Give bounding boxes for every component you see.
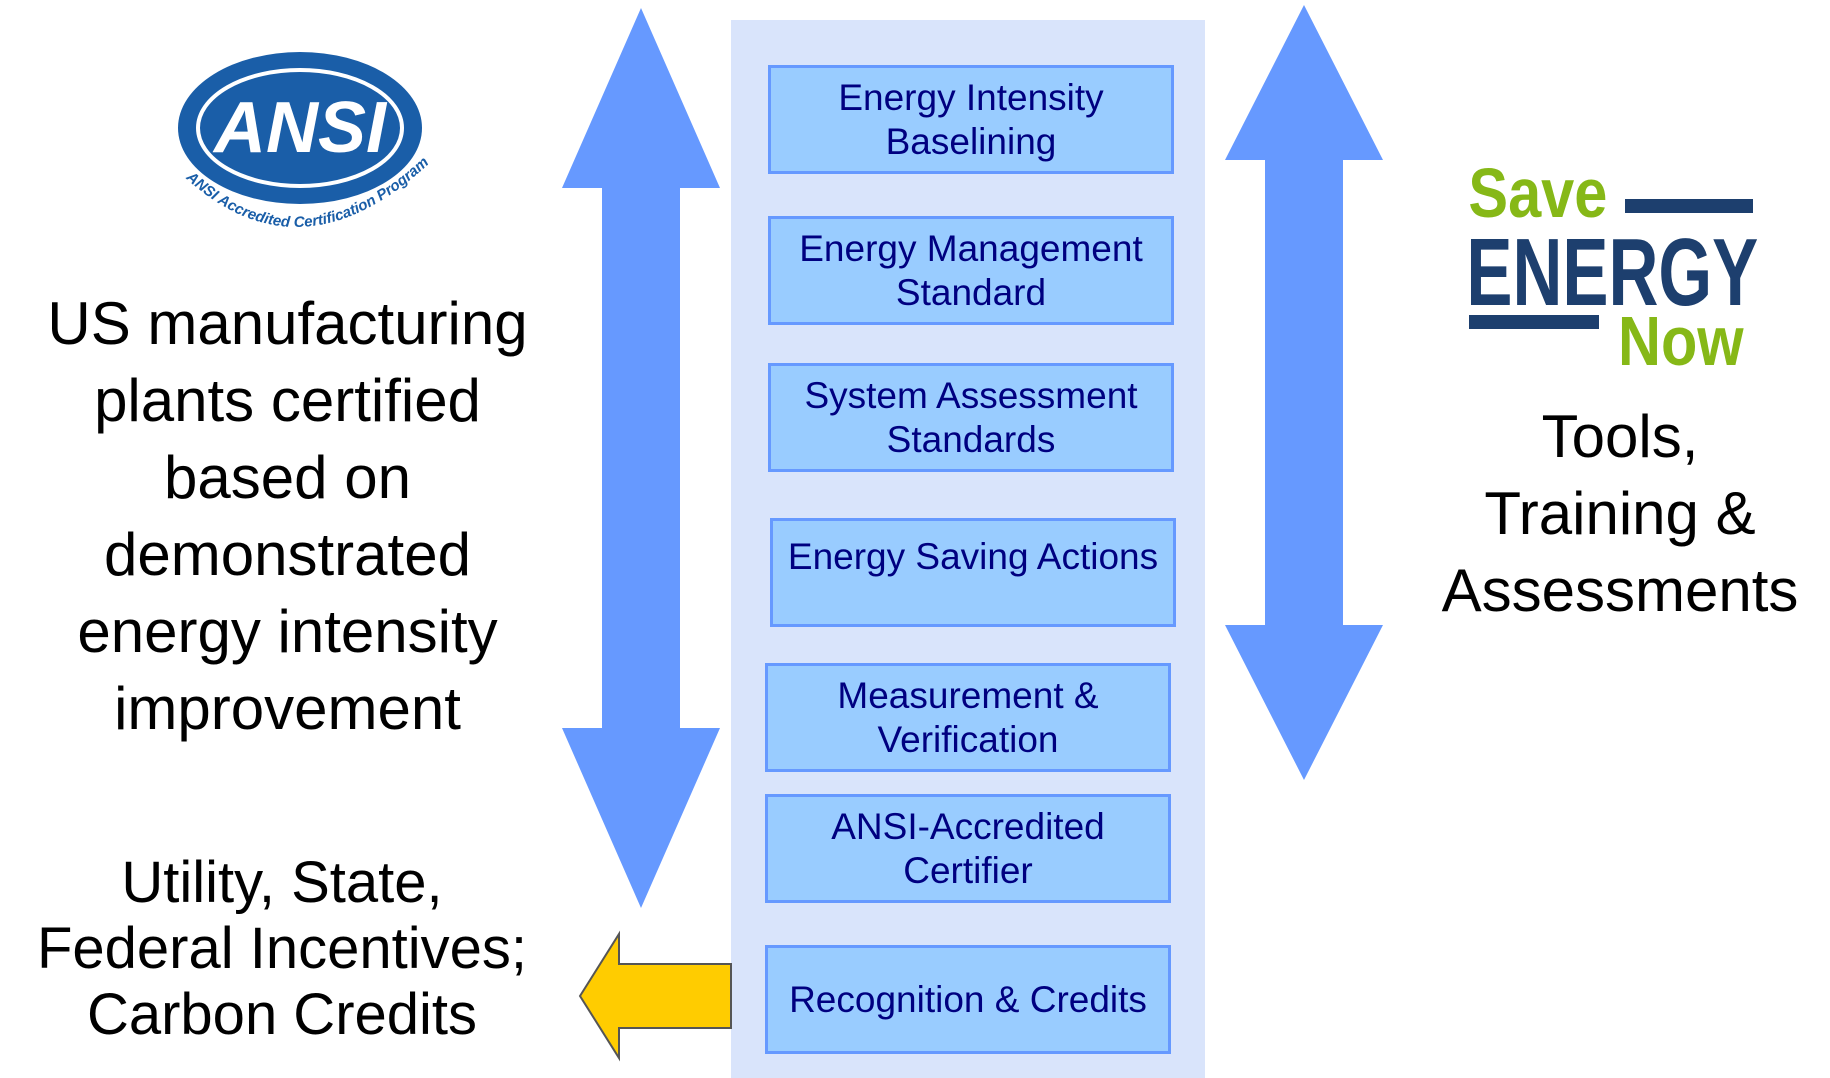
step-energy-saving-actions: Energy Saving Actions: [770, 518, 1176, 627]
step-label: Energy Management Standard: [799, 227, 1143, 313]
step-label: Measurement & Verification: [837, 674, 1099, 760]
svg-text:ENERGY: ENERGY: [1466, 218, 1758, 326]
svg-text:Now: Now: [1618, 301, 1744, 380]
step-label: System Assessment Standards: [804, 374, 1138, 460]
svg-text:Save: Save: [1468, 153, 1607, 232]
step-energy-management-standard: Energy Management Standard: [768, 216, 1174, 325]
step-recognition-credits: Recognition & Credits: [765, 945, 1171, 1054]
save-energy-now-logo: Save ENERGY Now: [1466, 153, 1758, 380]
left-double-arrow: [562, 8, 720, 908]
step-ansi-accredited-certifier: ANSI-Accredited Certifier: [765, 794, 1171, 903]
ansi-logo: ANSI ANSI Accredited Certification Progr…: [178, 52, 432, 231]
step-measurement-verification: Measurement & Verification: [765, 663, 1171, 772]
step-label: Energy Saving Actions: [787, 536, 1159, 577]
step-energy-intensity-baselining: Energy Intensity Baselining: [768, 65, 1174, 174]
step-label: ANSI-Accredited Certifier: [831, 805, 1105, 891]
svg-text:ANSI: ANSI: [212, 88, 388, 168]
step-label: Recognition & Credits: [789, 978, 1147, 1020]
step-label: Energy Intensity Baselining: [838, 76, 1104, 162]
step-system-assessment-standards: System Assessment Standards: [768, 363, 1174, 472]
tools-training-description: Tools, Training & Assessments: [1441, 403, 1799, 624]
incentives-description: Utility, State, Federal Incentives; Carb…: [36, 850, 528, 1047]
yellow-left-arrow: [578, 930, 732, 1062]
right-double-arrow: [1225, 5, 1383, 780]
certification-description: US manufacturing plants certified based …: [47, 290, 528, 742]
